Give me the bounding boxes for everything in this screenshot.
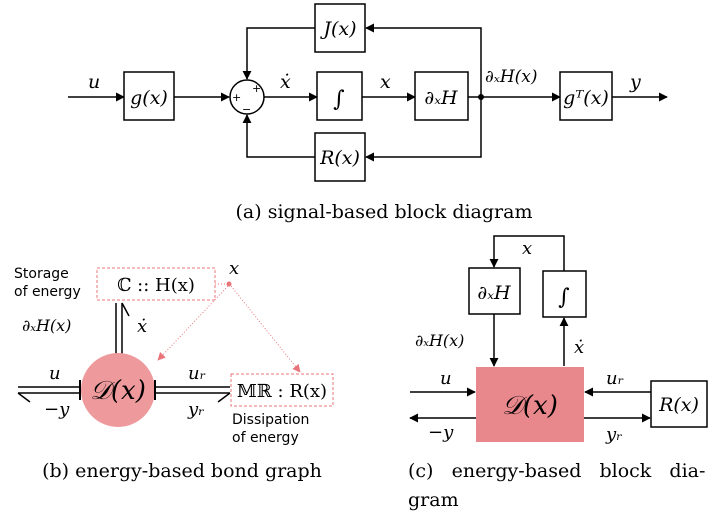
sum-plus-left: + — [232, 91, 241, 104]
dissipation-note-line1: Dissipation — [232, 412, 309, 428]
R-block-label: R(x) — [319, 147, 360, 169]
branch-to-J-arrow — [365, 23, 482, 97]
energy-based-bond-graph: Storage of energy ℂ :: H(x) x ∂ₓH(x) ẋ 𝒟… — [14, 258, 334, 482]
x-to-dissipation-dotted — [230, 285, 301, 373]
branch-to-R-arrow — [365, 97, 482, 162]
integrator-label: ∫ — [333, 87, 345, 112]
sum-minus-bottom: − — [242, 103, 251, 116]
left-bond-halfarrow — [17, 392, 31, 403]
gT-block-label: gᵀ(x) — [563, 87, 609, 109]
integrator-block — [316, 71, 363, 121]
D-block-c-label: 𝒟(x) — [502, 391, 558, 421]
ur-label-c: uᵣ — [606, 368, 624, 389]
D-block-c — [476, 367, 584, 442]
xdot-label: ẋ — [280, 71, 291, 93]
J-block — [314, 3, 366, 53]
u-label-c: u — [440, 368, 452, 389]
R-block-c-label: R(x) — [658, 394, 699, 416]
bond-neg-y-label: −y — [44, 399, 70, 420]
output-y-label: y — [629, 71, 641, 93]
g-block-label: g(x) — [130, 87, 168, 109]
R-block-c — [650, 380, 708, 428]
integrator-block-c — [542, 270, 587, 318]
R-block — [314, 132, 366, 182]
J-block-label: J(x) — [319, 18, 356, 40]
g-block — [123, 71, 175, 121]
x-label-top: x — [380, 71, 391, 93]
caption-a: (a) signal-based block diagram — [236, 201, 533, 223]
R-to-sum-arrow — [242, 114, 315, 158]
energy-based-block-diagram: x ∂ₓH ∂ₓH(x) ∫ ẋ 𝒟(x) u −y uᵣ yᵣ R(x) (c… — [408, 235, 708, 511]
neg-y-label-c: −y — [428, 422, 454, 443]
bond-ur-label: uᵣ — [188, 363, 206, 384]
yr-label-c: yᵣ — [605, 424, 622, 445]
dxH-signal-label: ∂ₓH(x) — [485, 67, 538, 87]
bond-effort-label: ∂ₓH(x) — [22, 316, 71, 335]
flow-label-c: ẋ — [574, 337, 584, 358]
x-loop-line — [489, 235, 565, 271]
integrator-c-label: ∫ — [558, 285, 570, 310]
signal-based-block-diagram: u g(x) + + − ẋ ∫ x ∂ₓH ∂ₓH(x) gᵀ(x) y — [68, 3, 668, 223]
vertical-bond-halfarrow — [121, 302, 130, 317]
D-junction-circle — [81, 353, 155, 427]
x-to-D-dotted — [157, 285, 229, 361]
caption-c-line2: gram — [408, 489, 459, 511]
x-label-c: x — [522, 238, 532, 259]
dissipation-element-box — [230, 373, 334, 407]
storage-note-line1: Storage — [14, 266, 69, 282]
dxH-block-c-label: ∂ₓH — [477, 282, 511, 304]
x-label-bond: x — [229, 258, 239, 279]
dxH-block — [414, 71, 469, 121]
storage-note-line2: of energy — [14, 284, 81, 300]
input-u-label: u — [88, 71, 100, 93]
dissipation-element-label: 𝕄ℝ : R(x) — [237, 381, 327, 402]
bond-yr-label: yᵣ — [187, 399, 204, 420]
J-to-sum-arrow — [242, 27, 315, 80]
storage-element-label: ℂ :: H(x) — [117, 275, 195, 296]
gT-block — [559, 71, 613, 121]
bond-flow-label: ẋ — [137, 316, 147, 337]
dxH-block-c — [468, 267, 521, 315]
right-bond-halfarrow — [217, 392, 231, 403]
D-junction-label: 𝒟(x) — [90, 376, 146, 406]
x-node-dot — [226, 281, 232, 287]
caption-c-line1: (c) energy-based block dia- — [408, 460, 705, 482]
effort-label-c: ∂ₓH(x) — [415, 331, 464, 350]
dissipation-note-line2: of energy — [232, 430, 299, 446]
caption-b: (b) energy-based bond graph — [42, 460, 322, 482]
dxH-block-label: ∂ₓH — [424, 87, 458, 109]
sum-plus-top: + — [252, 82, 261, 95]
bond-u-label: u — [49, 363, 61, 384]
